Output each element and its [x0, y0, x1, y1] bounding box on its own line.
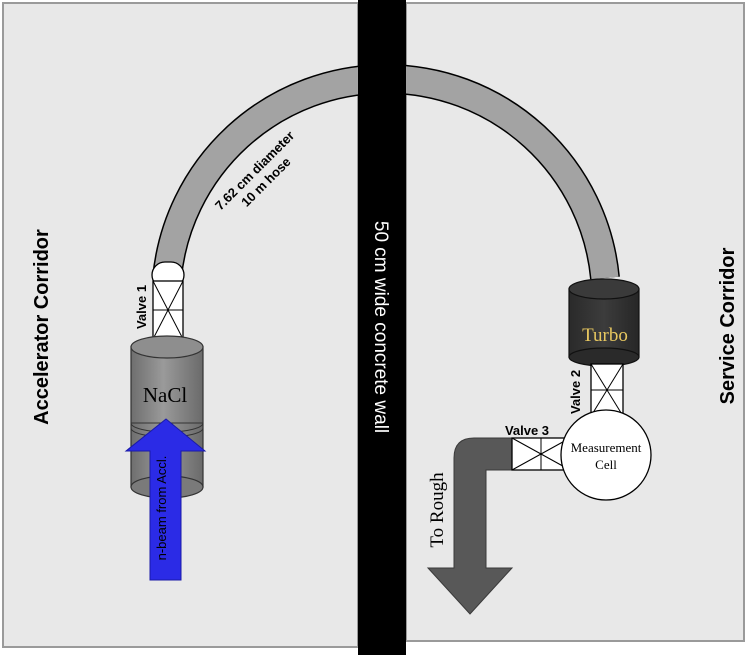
rough-label: To Rough [427, 472, 448, 548]
accelerator-corridor-label: Accelerator Corridor [31, 229, 53, 425]
measurement-cell-label-line1: Measurement [571, 440, 642, 455]
measurement-cell [560, 409, 652, 501]
valve-x-icon [511, 437, 571, 471]
nacl-cylinder-body [130, 346, 204, 488]
turbo-bottom [568, 347, 640, 367]
rough-pipe [426, 437, 515, 615]
service-corridor-label: Service Corridor [717, 247, 739, 404]
nacl-cylinder-top [130, 335, 204, 359]
beam-arrow-icon [124, 418, 207, 581]
measurement-cell-label-line2: Cell [595, 457, 617, 472]
valve-x-icon [152, 280, 184, 340]
beam-label: n-beam from Accl. [154, 456, 169, 561]
turbo-label: Turbo [582, 325, 628, 346]
concrete-wall [358, 0, 406, 655]
valve-1-label: Valve 1 [134, 285, 149, 329]
valve-x-icon [590, 363, 624, 417]
wall-label: 50 cm wide concrete wall [370, 221, 391, 433]
nacl-label: NaCl [143, 383, 187, 407]
valve-2-label: Valve 2 [568, 370, 583, 414]
turbo-top [568, 278, 640, 300]
valve-3-label: Valve 3 [505, 423, 549, 438]
